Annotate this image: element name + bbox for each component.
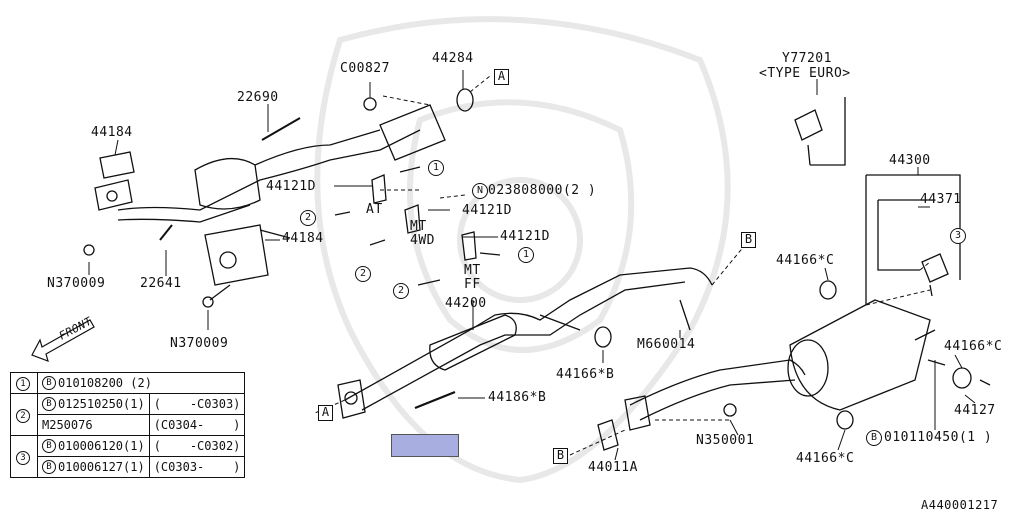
legend-range: ( -C0302) bbox=[148, 435, 246, 457]
label-b010110450: 010110450(1 ) bbox=[884, 430, 993, 445]
legend-num: 1 bbox=[10, 372, 38, 394]
label-c00827: C00827 bbox=[340, 61, 390, 76]
bolt-b-icon: B bbox=[42, 397, 56, 412]
circle-ref-2-a: 2 bbox=[300, 210, 316, 226]
label-n370009-a: N370009 bbox=[47, 276, 106, 291]
label-mt-4wd: MT 4WD bbox=[410, 219, 435, 248]
label-n350001: N350001 bbox=[696, 433, 755, 448]
label-n023808000: 023808000(2 ) bbox=[488, 183, 597, 198]
tail-pipe-euro bbox=[794, 109, 823, 141]
front-pipe bbox=[344, 267, 713, 401]
lower-manifold bbox=[204, 224, 269, 286]
manifold-flange bbox=[94, 179, 133, 211]
tail-pipe-44371 bbox=[921, 253, 949, 283]
label-n370009-b: N370009 bbox=[170, 336, 229, 351]
label-44371: 44371 bbox=[920, 192, 962, 207]
label-44121d-c: 44121D bbox=[500, 229, 550, 244]
circle-ref-2-c: 2 bbox=[393, 283, 409, 299]
label-m660014: M660014 bbox=[637, 337, 696, 352]
circle-ref-3: 3 bbox=[950, 228, 966, 244]
circle-b-prefix: B bbox=[866, 430, 882, 446]
watermark-emblem bbox=[314, 16, 731, 484]
legend-range: (C0304- ) bbox=[148, 414, 246, 436]
label-44200: 44200 bbox=[445, 296, 487, 311]
label-y77201: Y77201 bbox=[782, 51, 832, 66]
center-muffler bbox=[429, 314, 517, 371]
label-44186b: 44186*B bbox=[488, 390, 547, 405]
callout-box-a-bottom: A bbox=[318, 405, 333, 421]
callout-box-b-bottom: B bbox=[553, 448, 568, 464]
leader-lines bbox=[88, 70, 976, 461]
rear-pipe bbox=[629, 359, 806, 406]
gasket-44011a bbox=[597, 419, 619, 451]
rear-flange bbox=[624, 395, 651, 431]
catalytic-converter-b bbox=[379, 104, 446, 161]
label-44127: 44127 bbox=[954, 403, 996, 418]
label-44300: 44300 bbox=[889, 153, 931, 168]
highlighted-part-block[interactable] bbox=[391, 434, 459, 457]
front-flange bbox=[337, 379, 366, 419]
label-type-euro: <TYPE EURO> bbox=[759, 66, 851, 81]
dashed-leaders bbox=[314, 75, 931, 456]
bolt-b-icon: B bbox=[42, 460, 56, 475]
label-22690: 22690 bbox=[237, 90, 279, 105]
legend-range: (C0303- ) bbox=[148, 456, 246, 478]
manifold-gasket bbox=[99, 151, 135, 179]
label-44184-bottom: 44184 bbox=[282, 231, 324, 246]
bolt-b-icon: B bbox=[42, 439, 56, 454]
circle-ref-1-b: 1 bbox=[518, 247, 534, 263]
label-at: AT bbox=[366, 202, 383, 217]
legend-row: M250076 (C0304- ) bbox=[11, 414, 246, 436]
label-44166c-b: 44166*C bbox=[944, 339, 1003, 354]
label-44166c-a: 44166*C bbox=[776, 253, 835, 268]
label-44284: 44284 bbox=[432, 51, 474, 66]
legend-num: 2 bbox=[10, 393, 38, 436]
label-mt-ff: MT FF bbox=[464, 263, 481, 292]
catalytic-converter-a bbox=[194, 157, 261, 210]
label-22641: 22641 bbox=[140, 276, 182, 291]
front-arrow-icon bbox=[31, 319, 95, 362]
exhaust-components bbox=[83, 88, 991, 451]
legend-code: M250076 bbox=[37, 414, 150, 436]
label-44121d-a: 44121D bbox=[266, 179, 316, 194]
callout-box-b-mid: B bbox=[741, 232, 756, 248]
label-44166c-c: 44166*C bbox=[796, 451, 855, 466]
main-muffler bbox=[789, 299, 931, 411]
label-44184-top: 44184 bbox=[91, 125, 133, 140]
label-44121d-b: 44121D bbox=[462, 203, 512, 218]
callout-box-a-top: A bbox=[494, 69, 509, 85]
legend-num: 3 bbox=[10, 435, 38, 478]
label-44011a: 44011A bbox=[588, 460, 638, 475]
legend-range: ( -C0303) bbox=[148, 393, 246, 415]
bolt-b-icon: B bbox=[42, 376, 56, 391]
circle-ref-1-a: 1 bbox=[428, 160, 444, 176]
circle-n-prefix: N bbox=[472, 183, 488, 199]
circle-ref-2-b: 2 bbox=[355, 266, 371, 282]
diagram-reference-code: A440001217 bbox=[921, 498, 999, 512]
label-44166b: 44166*B bbox=[556, 367, 615, 382]
